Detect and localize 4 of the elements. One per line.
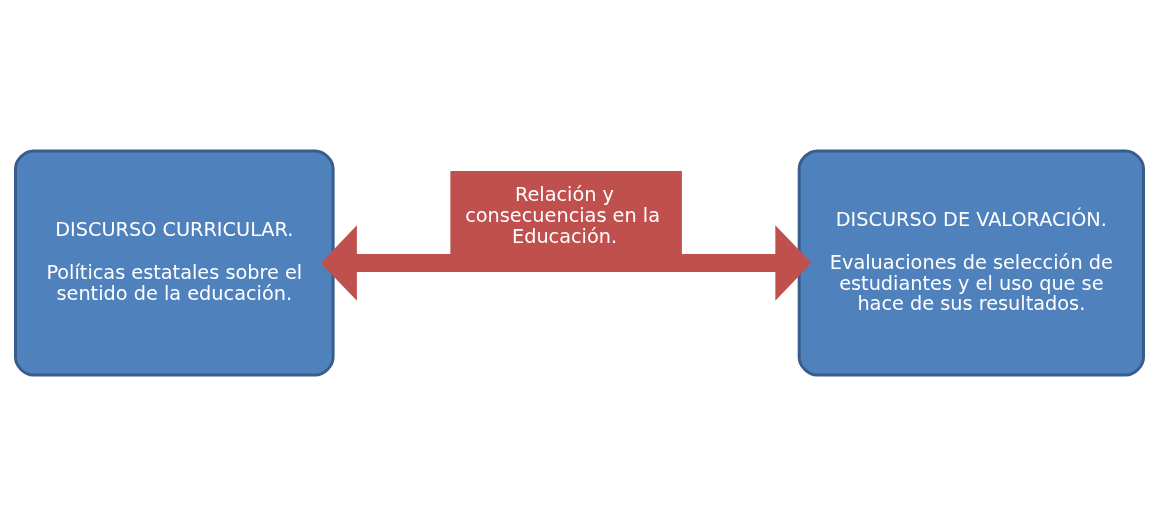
node-box: DISCURSO DE VALORACIÓN. Evaluaciones de selección de estudiantes y el uso que se hace de sus resultados.	[797, 149, 1145, 377]
edge-label: Relación y consecuencias en la Educación.	[465, 183, 660, 248]
arrow	[320, 225, 812, 301]
node-box: DISCURSO CURRICULAR. Políticas estatales sobre el sentido de la educación.	[14, 149, 335, 377]
